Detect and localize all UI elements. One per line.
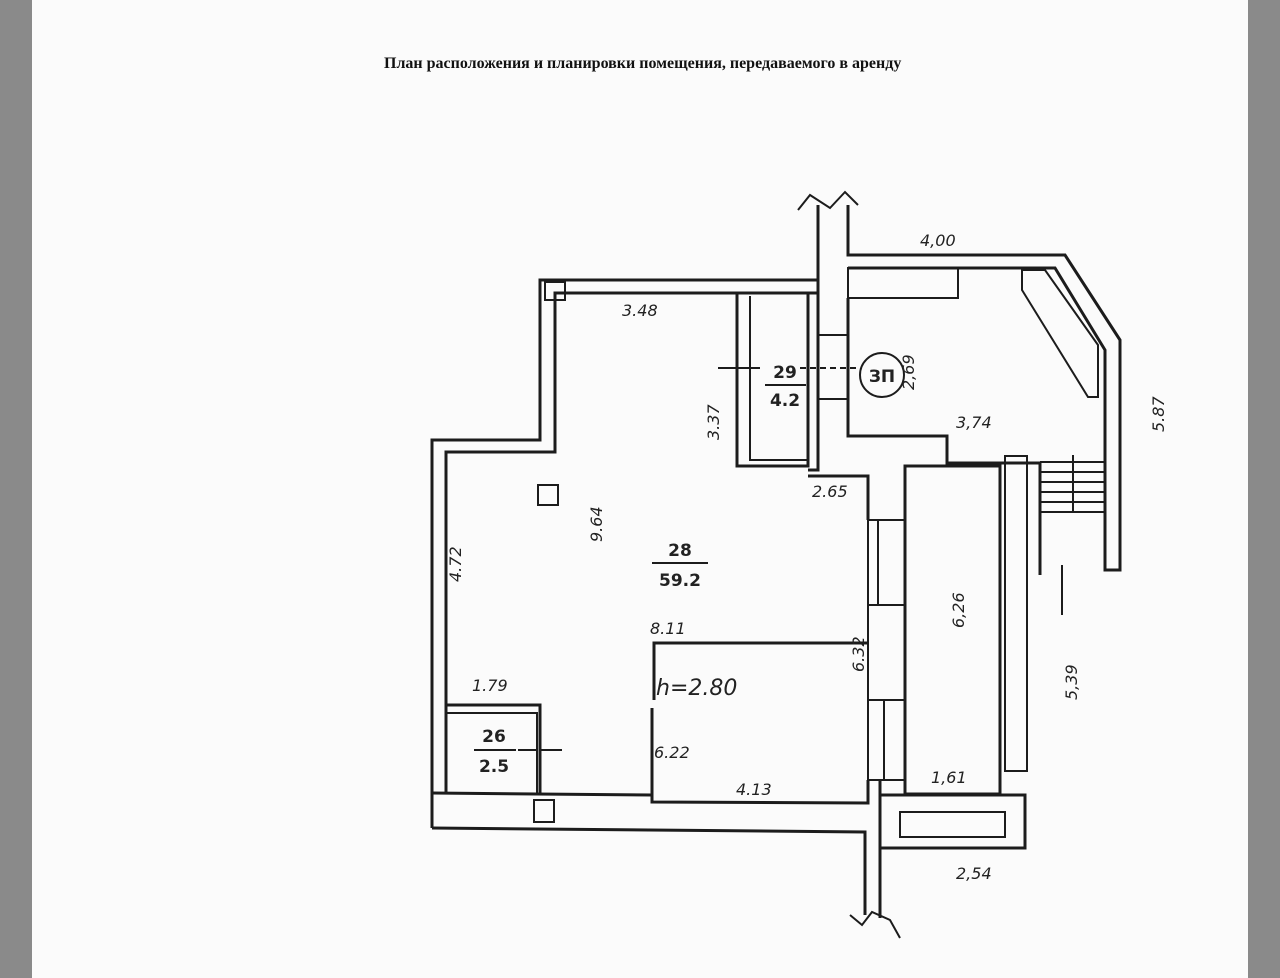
- stairs: [1040, 455, 1105, 513]
- room-area: 2.5: [479, 757, 509, 777]
- dim-4-13: 4.13: [736, 780, 772, 799]
- dim-4-00: 4,00: [920, 231, 956, 250]
- corner-column: [544, 281, 566, 301]
- document-page: [32, 0, 1248, 978]
- ceiling-height: h=2.80: [656, 676, 737, 701]
- bar-element: [1004, 455, 1028, 772]
- room-number: 28: [668, 541, 692, 561]
- dim-2-65: 2.65: [812, 482, 848, 501]
- partition-wall: [808, 474, 870, 520]
- dim-2-69: 2,69: [899, 354, 918, 390]
- dim-5-39: 5,39: [1062, 664, 1081, 700]
- column-square: [537, 484, 559, 506]
- wall-segment: [847, 267, 959, 299]
- walls: [430, 190, 1122, 939]
- room-29-label: 29 4.2: [765, 363, 806, 411]
- inner-room-wall: [650, 708, 870, 805]
- document-title: План расположения и планировки помещения…: [384, 55, 902, 72]
- room-29-wall: [735, 293, 810, 468]
- bottom-wall: [431, 791, 653, 797]
- window: [867, 519, 906, 781]
- room-number: 29: [773, 363, 797, 383]
- wall-29-right: [846, 298, 1042, 575]
- dim-9-64: 9.64: [587, 506, 606, 542]
- dim-5-87: 5.87: [1149, 396, 1168, 432]
- bottom-wall-outer: [431, 826, 867, 915]
- room-29-wall-inner: [749, 296, 808, 461]
- dim-3-37: 3.37: [704, 404, 723, 440]
- dim-4-72: 4.72: [446, 546, 465, 582]
- room-area: 4.2: [770, 391, 800, 411]
- outer-wall: [430, 278, 818, 828]
- dim-3-74: 3,74: [956, 413, 992, 432]
- outer-wall-inner: [444, 291, 818, 793]
- stair-mark-circle: [859, 352, 905, 398]
- room-26-wall: [446, 703, 542, 793]
- break-bottom: [849, 910, 901, 939]
- room-26-label: 26 2.5: [474, 727, 516, 777]
- stair-slab: [1021, 269, 1099, 398]
- shaft-wall-right: [846, 205, 1122, 572]
- inner-room-wall: [652, 641, 868, 700]
- stair-mark: ЗП: [869, 367, 895, 387]
- block-inner: [899, 811, 1006, 838]
- room-area: 59.2: [659, 571, 701, 591]
- room-number: 26: [482, 727, 506, 747]
- right-room: [903, 464, 1002, 796]
- room-26-inner: [446, 712, 538, 793]
- dimensions: 4,00 3.48 2,69 5.87 3,74 3.37 2.65 9.64 …: [446, 231, 1168, 883]
- dim-1-79: 1.79: [472, 676, 508, 695]
- dim-2-54: 2,54: [956, 864, 992, 883]
- dim-6-22: 6.22: [654, 743, 690, 762]
- room-28-label: 28 59.2: [652, 541, 708, 591]
- dim-3-48: 3.48: [622, 301, 658, 320]
- small-column: [533, 799, 555, 823]
- bottom-right-block: [880, 793, 1027, 850]
- dim-6-26: 6,26: [949, 592, 968, 628]
- dim-6-32: 6.32: [849, 636, 868, 672]
- shaft-wall: [808, 205, 820, 472]
- shaft-break: [797, 190, 859, 211]
- dim-8-11: 8.11: [650, 619, 686, 638]
- dim-1-61: 1,61: [931, 768, 967, 787]
